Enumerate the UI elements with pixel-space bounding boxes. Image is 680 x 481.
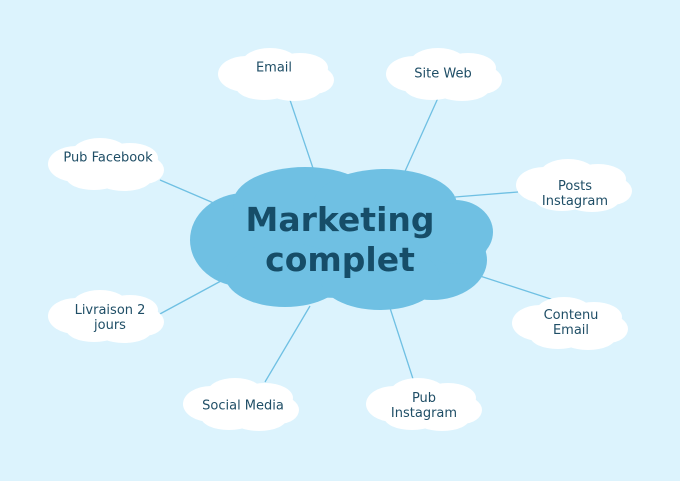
node-contenu-email: Contenu Email bbox=[543, 308, 599, 338]
center-cloud bbox=[190, 167, 493, 310]
cloud-livraison bbox=[48, 290, 164, 343]
node-email: Email bbox=[255, 60, 293, 76]
connector-contenu-email bbox=[479, 275, 561, 303]
center-label: Marketing complet bbox=[245, 200, 435, 279]
cloud-email bbox=[218, 48, 334, 101]
cloud-posts-instagram bbox=[516, 159, 632, 212]
node-pub-facebook: Pub Facebook bbox=[63, 150, 153, 166]
cloud-pub-facebook bbox=[48, 138, 164, 191]
connector-pub-instagram bbox=[389, 307, 415, 383]
node-livraison: Livraison 2 jours bbox=[74, 303, 146, 333]
node-clouds bbox=[48, 48, 632, 431]
connectors bbox=[157, 97, 561, 383]
node-pub-instagram: Pub Instagram bbox=[390, 391, 458, 421]
cloud-social-media bbox=[183, 378, 299, 431]
node-social-media: Social Media bbox=[202, 398, 284, 414]
connector-posts-instagram bbox=[454, 191, 519, 198]
connector-social-media bbox=[264, 305, 311, 383]
cloud-contenu-email bbox=[512, 297, 628, 350]
node-posts-instagram: Posts Instagram bbox=[541, 179, 609, 209]
connector-site-web bbox=[401, 97, 439, 179]
cloud-pub-instagram bbox=[366, 378, 482, 431]
node-site-web: Site Web bbox=[414, 66, 472, 82]
cloud-site-web bbox=[386, 48, 502, 101]
